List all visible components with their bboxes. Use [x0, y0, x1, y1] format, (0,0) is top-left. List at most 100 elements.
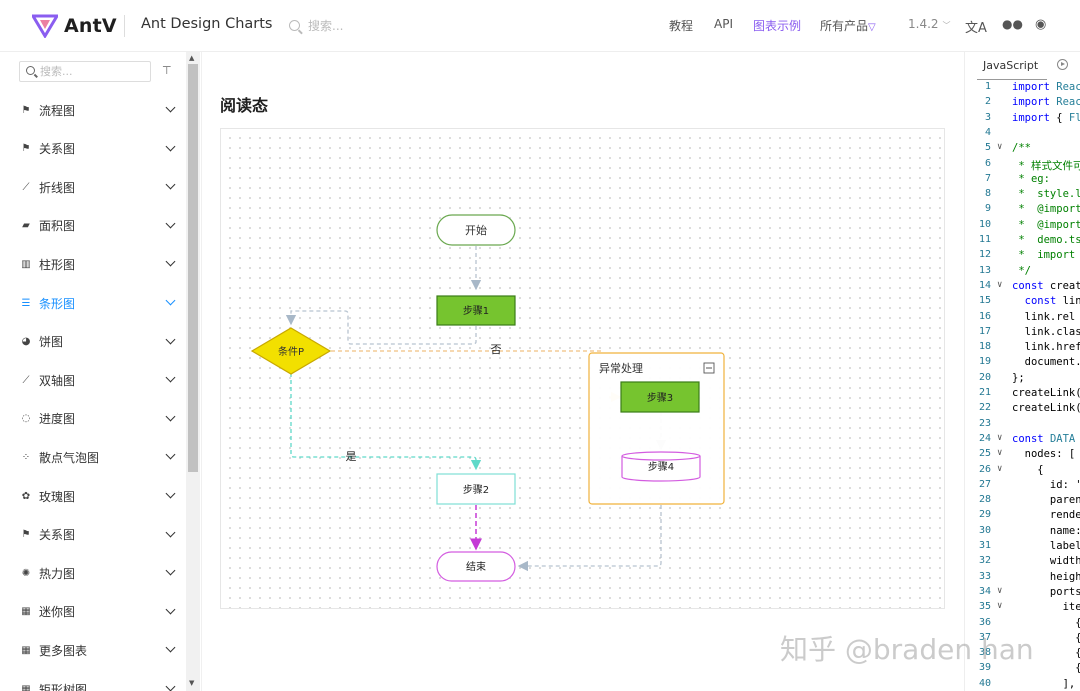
code-line[interactable]: 14∨const creat: [965, 280, 1080, 295]
node-condition[interactable]: 条件P: [250, 327, 332, 375]
code-line[interactable]: 26∨ {: [965, 464, 1080, 479]
code-line[interactable]: 12 * import: [965, 249, 1080, 264]
chevron-down-icon[interactable]: [165, 488, 176, 499]
chevron-down-icon[interactable]: [165, 527, 176, 538]
code-line[interactable]: 37 {: [965, 632, 1080, 647]
fold-chevron-icon[interactable]: ∨: [997, 432, 1003, 443]
node-step1[interactable]: 步骤1: [436, 295, 516, 326]
code-line[interactable]: 18 link.href: [965, 341, 1080, 356]
code-line[interactable]: 19 document.: [965, 356, 1080, 371]
code-line[interactable]: 40 ],: [965, 678, 1080, 691]
sidebar-item-14[interactable]: ▦更多图表: [20, 640, 176, 660]
code-line[interactable]: 36 {: [965, 617, 1080, 632]
code-line[interactable]: 24∨const DATA: [965, 433, 1080, 448]
node-step2[interactable]: 步骤2: [436, 473, 516, 505]
code-line[interactable]: 39 {: [965, 662, 1080, 677]
chevron-down-icon[interactable]: [165, 449, 176, 460]
code-line[interactable]: 31 label: [965, 540, 1080, 555]
sidebar-scrollbar-thumb[interactable]: [188, 64, 198, 472]
fold-chevron-icon[interactable]: ∨: [997, 142, 1003, 153]
translate-icon[interactable]: 文A: [965, 21, 987, 36]
code-line[interactable]: 8 * style.l: [965, 188, 1080, 203]
code-line[interactable]: 16 link.rel: [965, 311, 1080, 326]
chevron-down-icon[interactable]: [165, 565, 176, 576]
nav-all-products[interactable]: 所有产品▽: [820, 17, 876, 34]
fold-chevron-icon[interactable]: ∨: [997, 585, 1003, 596]
sidebar-search-input[interactable]: 搜索...: [19, 61, 151, 82]
wechat-icon[interactable]: ●●: [1002, 17, 1023, 31]
sidebar-item-12[interactable]: ✺热力图: [20, 563, 176, 583]
chevron-down-icon[interactable]: [165, 642, 176, 653]
code-line[interactable]: 34∨ ports: [965, 586, 1080, 601]
flowchart-canvas[interactable]: 开始 步骤1 条件P 否 是 异常处理 步骤3 步: [220, 128, 945, 609]
node-end[interactable]: 结束: [436, 551, 516, 582]
sidebar-item-8[interactable]: ◌进度图: [20, 409, 176, 429]
code-line[interactable]: 23: [965, 418, 1080, 433]
github-icon[interactable]: ◉: [1035, 17, 1047, 32]
code-line[interactable]: 6 * 样式文件可: [965, 158, 1080, 173]
version-select[interactable]: 1.4.2﹀: [908, 17, 951, 31]
node-start[interactable]: 开始: [436, 214, 516, 246]
nav-tutorial[interactable]: 教程: [669, 19, 694, 33]
tab-javascript[interactable]: JavaScript: [983, 59, 1039, 72]
code-line[interactable]: 10 * @import: [965, 219, 1080, 234]
sidebar-item-3[interactable]: ▰面积图: [20, 216, 176, 236]
code-line[interactable]: 13 */: [965, 265, 1080, 280]
code-line[interactable]: 4: [965, 127, 1080, 142]
code-line[interactable]: 15 const lin: [965, 295, 1080, 310]
sidebar-item-2[interactable]: ⟋折线图: [20, 177, 176, 197]
chevron-down-icon[interactable]: [165, 102, 176, 113]
code-line[interactable]: 9 * @import: [965, 203, 1080, 218]
code-line[interactable]: 35∨ ite: [965, 601, 1080, 616]
sidebar-item-7[interactable]: ⟋双轴图: [20, 370, 176, 390]
sidebar-item-5[interactable]: ☰条形图: [20, 293, 176, 313]
code-line[interactable]: 20};: [965, 372, 1080, 387]
nav-examples[interactable]: 图表示例: [753, 19, 802, 33]
code-line[interactable]: 11 * demo.ts: [965, 234, 1080, 249]
code-line[interactable]: 17 link.clas: [965, 326, 1080, 341]
collapse-all-icon[interactable]: ⊤: [162, 64, 172, 77]
chevron-down-icon[interactable]: [165, 604, 176, 615]
chevron-down-icon[interactable]: [165, 295, 176, 306]
fold-chevron-icon[interactable]: ∨: [997, 463, 1003, 474]
sidebar-item-11[interactable]: ⚑关系图: [20, 525, 176, 545]
antv-logo[interactable]: AntV: [32, 14, 117, 38]
sidebar-item-9[interactable]: ⁘散点气泡图: [20, 447, 176, 467]
header-search[interactable]: 搜索...: [289, 17, 343, 34]
chevron-down-icon[interactable]: [165, 256, 176, 267]
sidebar-item-15[interactable]: ▦矩形树图: [20, 679, 176, 691]
code-line[interactable]: 5∨/**: [965, 142, 1080, 157]
code-line[interactable]: 25∨ nodes: [: [965, 448, 1080, 463]
scroll-down-icon[interactable]: ▼: [189, 679, 195, 687]
chevron-down-icon[interactable]: [165, 179, 176, 190]
code-line[interactable]: 33 heigh: [965, 571, 1080, 586]
sidebar-item-1[interactable]: ⚑关系图: [20, 139, 176, 159]
nav-api[interactable]: API: [714, 17, 733, 31]
sidebar-item-0[interactable]: ⚑流程图: [20, 100, 176, 120]
sidebar-item-6[interactable]: ◕饼图: [20, 332, 176, 352]
scroll-up-icon[interactable]: ▲: [189, 54, 195, 62]
code-line[interactable]: 30 name:: [965, 525, 1080, 540]
chevron-down-icon[interactable]: [165, 141, 176, 152]
product-name[interactable]: Ant Design Charts: [141, 16, 273, 32]
play-icon[interactable]: [1057, 59, 1068, 70]
code-line[interactable]: 27 id: ': [965, 479, 1080, 494]
sidebar-item-13[interactable]: ▦迷你图: [20, 602, 176, 622]
chevron-down-icon[interactable]: [165, 218, 176, 229]
code-line[interactable]: 38 {: [965, 647, 1080, 662]
chevron-down-icon[interactable]: [165, 411, 176, 422]
chevron-down-icon[interactable]: [165, 681, 176, 691]
node-step3[interactable]: 步骤3: [620, 381, 700, 413]
code-line[interactable]: 7 * eg:: [965, 173, 1080, 188]
sidebar-item-10[interactable]: ✿玫瑰图: [20, 486, 176, 506]
code-line[interactable]: 32 width: [965, 555, 1080, 570]
fold-chevron-icon[interactable]: ∨: [997, 448, 1003, 459]
fold-chevron-icon[interactable]: ∨: [997, 601, 1003, 612]
fold-chevron-icon[interactable]: ∨: [997, 279, 1003, 290]
